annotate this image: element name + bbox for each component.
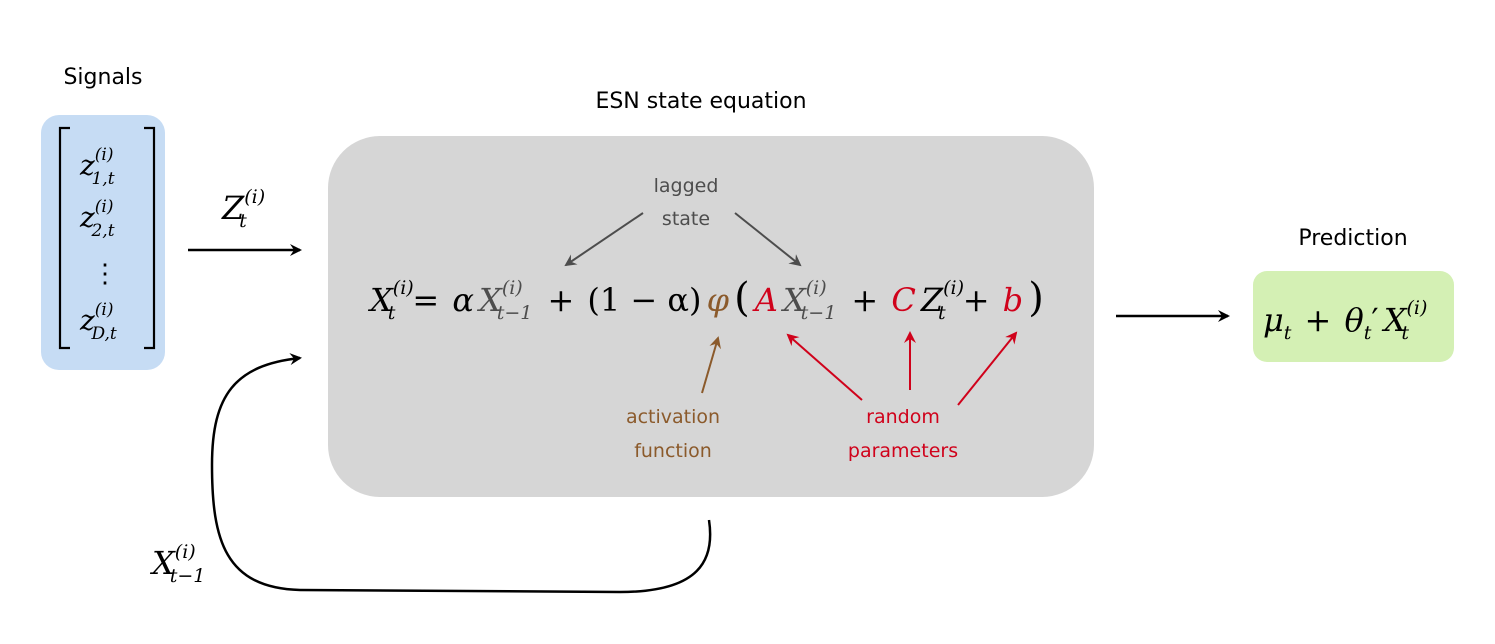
lagged-arrow-right [734, 212, 802, 267]
signal-vdots: ⋮ [92, 259, 118, 289]
feedback-label: X(i)t−1 [149, 541, 205, 587]
signal-z2: z(i)2,t [79, 197, 115, 241]
prediction-box [1253, 271, 1454, 362]
activation-label-line1: activation [626, 406, 720, 428]
esn-box [328, 136, 1094, 497]
signals-title: Signals [63, 65, 142, 90]
activation-arrow [701, 336, 721, 394]
lagged-label-line1: lagged [654, 175, 719, 197]
signal-zD: z(i)D,t [79, 300, 117, 344]
activation-label-line2: function [634, 440, 712, 462]
random-arrow-A [786, 333, 863, 401]
lagged-arrow-left [564, 212, 644, 267]
signal-z1: z(i)1,t [79, 145, 115, 189]
lagged-label-line2: state [662, 208, 710, 230]
feedback-loop-arrow [210, 353, 712, 594]
random-label-line2: parameters [848, 440, 958, 462]
random-label-line1: random [866, 406, 940, 428]
prediction-formula: μt + θt′ X(i)t [1263, 297, 1427, 344]
random-arrow-b [957, 331, 1018, 406]
prediction-title: Prediction [1298, 226, 1407, 251]
state-equation: X(i)t = α X(i)t−1 + (1 − α) φ ( A X(i)t−… [367, 275, 1044, 324]
signals-box [41, 115, 165, 370]
input-label: Z(i)t [221, 186, 265, 232]
vector-brackets [58, 126, 156, 350]
esn-title: ESN state equation [595, 89, 806, 114]
